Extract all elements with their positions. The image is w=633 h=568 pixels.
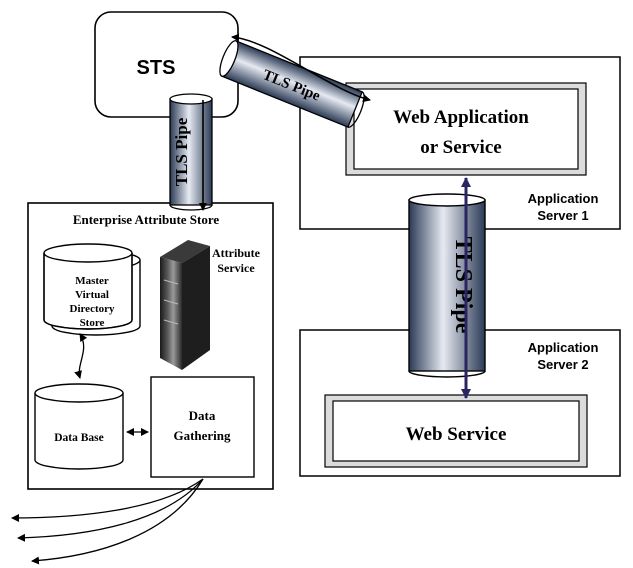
server2-label-line2: Server 2	[537, 357, 588, 372]
tls-pipe-sts-store-label: TLS Pipe	[172, 117, 191, 186]
master-directory-line3: Directory	[70, 303, 115, 315]
database-label: Data Base	[54, 432, 104, 444]
data-gathering-node: Data Gathering	[150, 376, 255, 478]
sts-node: STS	[94, 11, 239, 118]
web-application-node: Web Application or Service	[345, 82, 587, 176]
tls-pipe-sts-store: TLS Pipe	[169, 93, 213, 211]
master-directory-store: Master Virtual Directory Store	[43, 243, 141, 336]
server2-label-line1: Application	[528, 340, 599, 355]
data-gathering-line1: Data	[189, 408, 216, 423]
server-tower-icon	[160, 240, 210, 370]
web-app-label-line2: or Service	[420, 137, 501, 158]
master-directory-line4: Store	[80, 317, 105, 329]
data-gathering-line2: Gathering	[173, 428, 231, 443]
tls-pipe-servers: TLS Pipe	[408, 193, 486, 378]
sts-webapp-arrow	[231, 33, 371, 103]
directory-database-arrow	[74, 333, 88, 379]
web-service-node: Web Service	[324, 394, 588, 468]
master-directory-line2: Virtual	[75, 289, 109, 301]
attribute-service-line1: Attribute	[212, 246, 261, 260]
web-app-label-line1: Web Application	[393, 107, 529, 128]
enterprise-store-label: Enterprise Attribute Store	[73, 212, 220, 227]
server1-label-line2: Server 1	[537, 208, 588, 223]
web-service-label: Web Service	[406, 424, 507, 445]
tls-pipe-servers-label: TLS Pipe	[450, 237, 476, 334]
external-sources-arrows	[11, 478, 204, 565]
database-node: Data Base	[34, 383, 124, 470]
master-directory-line1: Master	[75, 275, 109, 287]
sts-label: STS	[137, 57, 176, 79]
attribute-service-line2: Service	[217, 261, 255, 275]
server1-label-line1: Application	[528, 191, 599, 206]
